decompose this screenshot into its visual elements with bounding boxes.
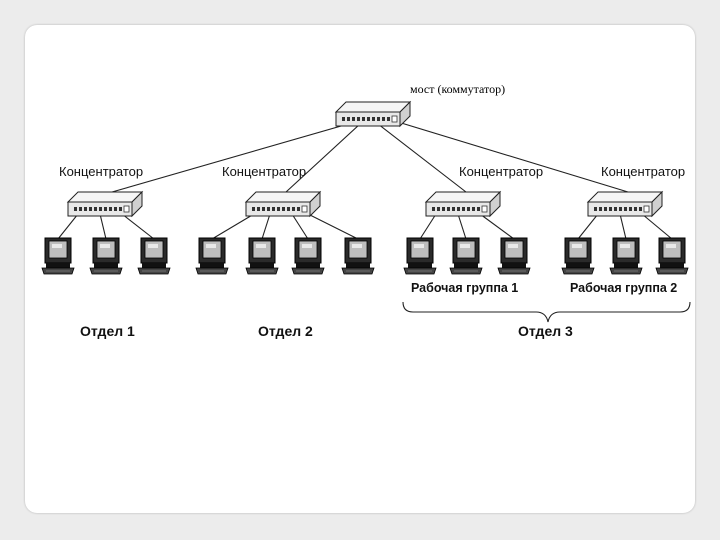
hub-label: Концентратор <box>59 164 143 179</box>
workstation-computer <box>245 237 279 275</box>
hub-links <box>419 213 515 240</box>
hub-device <box>245 191 321 217</box>
backbone-links <box>111 121 629 193</box>
hub-device <box>587 191 663 217</box>
hub-group-1 <box>41 191 171 275</box>
workstation-computer <box>341 237 375 275</box>
workstation-computer <box>561 237 595 275</box>
department-label: Отдел 1 <box>80 323 135 339</box>
bridge-switch-device <box>335 101 411 127</box>
hub-links <box>577 213 673 240</box>
workstation-computer <box>89 237 123 275</box>
hub-device <box>67 191 143 217</box>
hub-links <box>57 213 155 240</box>
workstation-computer <box>609 237 643 275</box>
hub-device <box>425 191 501 217</box>
workstation-computer <box>137 237 171 275</box>
department-label: Отдел 3 <box>518 323 573 339</box>
department-label: Отдел 2 <box>258 323 313 339</box>
workstation-computer <box>291 237 325 275</box>
workgroup-label: Рабочая группа 1 <box>411 281 518 295</box>
hub-label: Концентратор <box>222 164 306 179</box>
workstation-computer <box>195 237 229 275</box>
workstation-computer <box>449 237 483 275</box>
hub-group-2 <box>195 191 375 275</box>
workstation-computer <box>41 237 75 275</box>
hub-label: Концентратор <box>601 164 685 179</box>
hub-group-3 <box>403 191 531 275</box>
workstation-computer <box>497 237 531 275</box>
bridge-label: мост (коммутатор) <box>410 82 505 96</box>
hub-links <box>211 213 359 240</box>
hub-label: Концентратор <box>459 164 543 179</box>
workstation-computer <box>655 237 689 275</box>
hub-group-4 <box>561 191 689 275</box>
workgroup-label: Рабочая группа 2 <box>570 281 677 295</box>
department-3-brace <box>402 301 691 323</box>
workstation-computer <box>403 237 437 275</box>
